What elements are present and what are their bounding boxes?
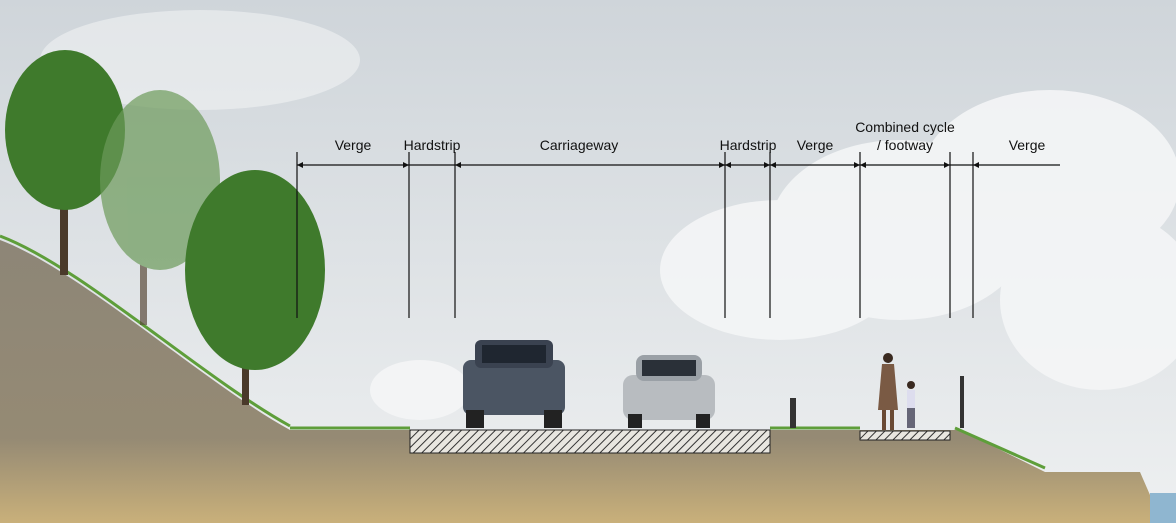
label-verge-right: Verge: [1009, 137, 1046, 153]
label-verge-left: Verge: [335, 137, 372, 153]
water: [1150, 493, 1176, 523]
label-cycle-footway-line1: Combined cycle: [855, 119, 955, 135]
label-hardstrip-left: Hardstrip: [404, 137, 461, 153]
suv-car-icon: [463, 340, 565, 428]
label-hardstrip-right: Hardstrip: [720, 137, 777, 153]
label-carriageway: Carriageway: [540, 137, 619, 153]
label-verge-middle: Verge: [797, 137, 834, 153]
dimension-lines: [296, 152, 1060, 318]
footway-pavement: [859, 430, 951, 441]
pedestrians-icon: [878, 353, 915, 430]
post-icon: [960, 376, 964, 428]
sedan-car-icon: [623, 355, 715, 428]
tree-icon: [5, 50, 125, 275]
label-cycle-footway-line2: / footway: [877, 137, 933, 153]
tree-icon: [100, 90, 220, 325]
clouds: [40, 10, 1176, 420]
tree-icon: [185, 170, 325, 405]
carriageway-pavement: [409, 429, 771, 454]
ground-soil: [0, 240, 1176, 523]
bollard-icon: [790, 398, 796, 428]
